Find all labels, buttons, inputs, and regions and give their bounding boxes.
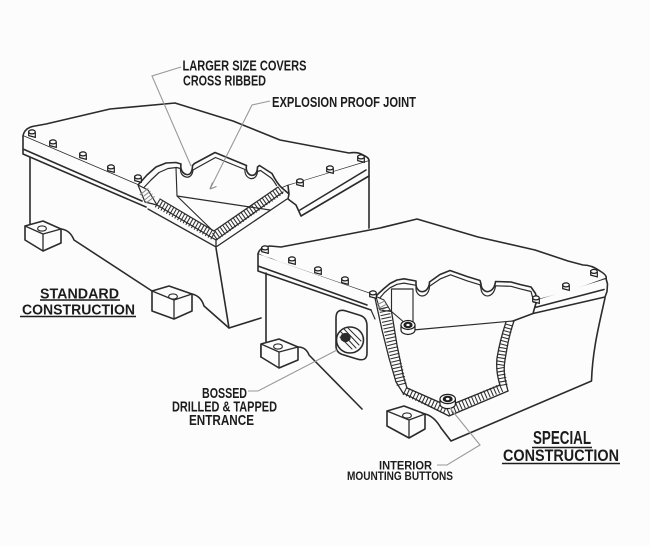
svg-text:LARGER SIZE COVERS: LARGER SIZE COVERS: [183, 57, 307, 74]
svg-text:ENTRANCE: ENTRANCE: [189, 412, 254, 429]
svg-text:DRILLED & TAPPED: DRILLED & TAPPED: [172, 398, 277, 415]
svg-text:INTERIOR: INTERIOR: [379, 459, 432, 473]
svg-text:STANDARD: STANDARD: [40, 287, 119, 303]
svg-text:CONSTRUCTION: CONSTRUCTION: [22, 303, 135, 319]
svg-text:BOSSED: BOSSED: [202, 385, 247, 402]
svg-text:CROSS RIBBED: CROSS RIBBED: [183, 72, 266, 89]
svg-text:EXPLOSION PROOF JOINT: EXPLOSION PROOF JOINT: [272, 94, 416, 111]
svg-text:CONSTRUCTION: CONSTRUCTION: [503, 447, 619, 465]
svg-text:SPECIAL: SPECIAL: [533, 428, 591, 448]
svg-text:MOUNTING BUTTONS: MOUNTING BUTTONS: [347, 469, 453, 483]
